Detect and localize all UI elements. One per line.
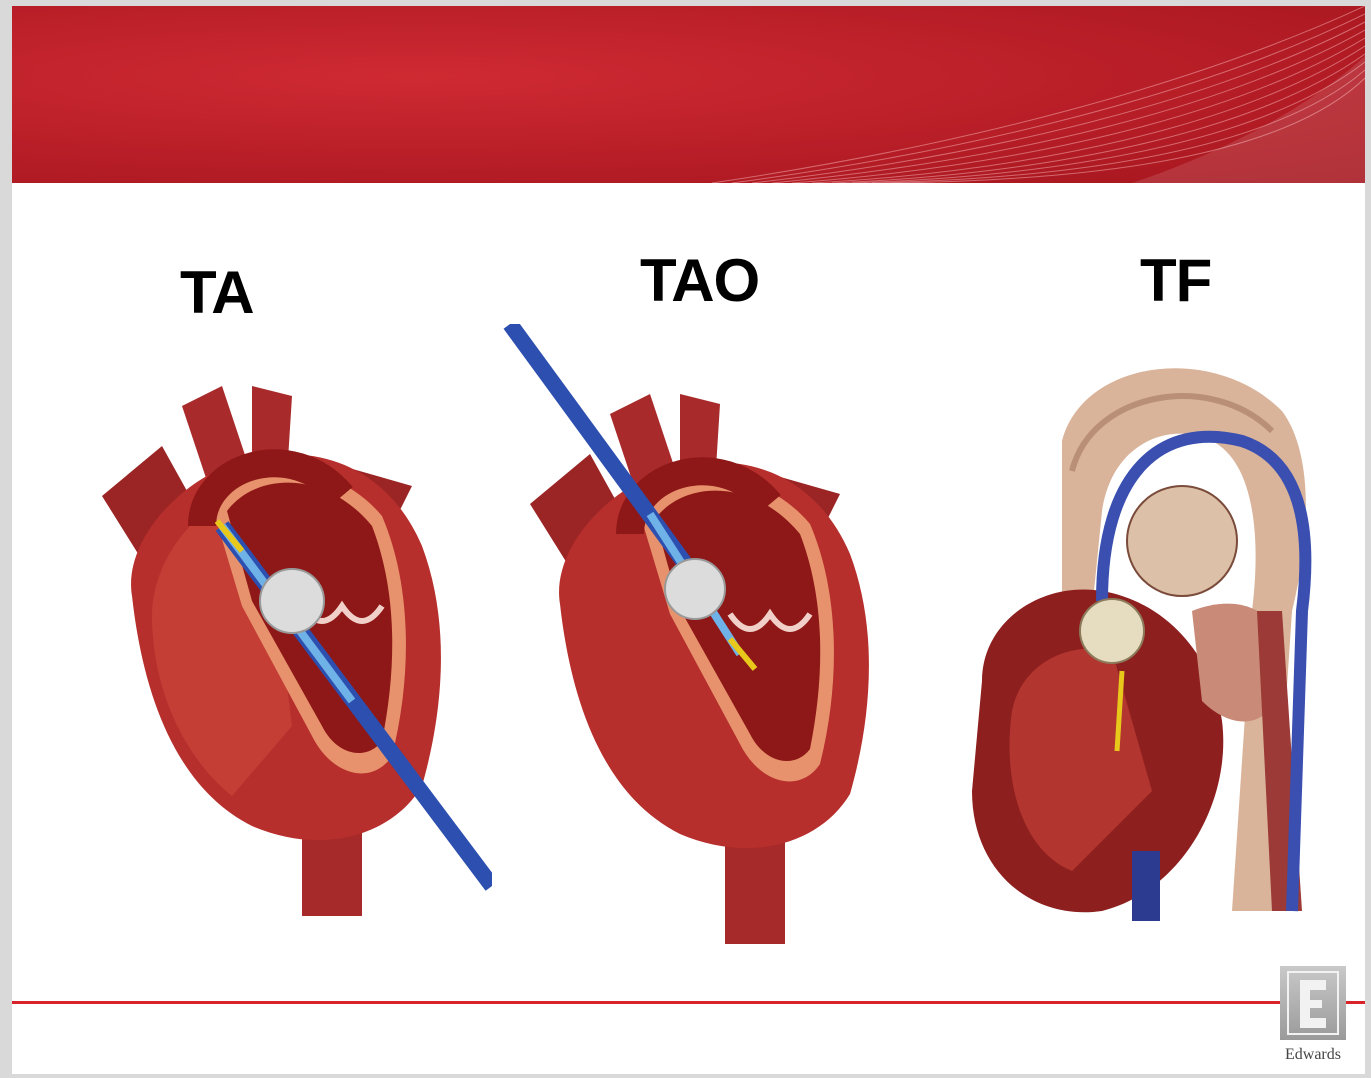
footer-divider: [12, 1001, 1365, 1004]
panel-label-tf: TF: [1140, 246, 1211, 315]
edwards-logo-icon: [1280, 966, 1346, 1040]
edwards-logo: Edwards: [1278, 966, 1348, 1066]
slide: TA TAO TF: [12, 6, 1365, 1074]
heart-transfemoral-illustration: [952, 351, 1352, 921]
heart-transaortic-illustration: [500, 324, 880, 944]
banner-swoosh: [12, 6, 1365, 183]
header-banner: [12, 6, 1365, 183]
heart-transapical-illustration: [92, 386, 492, 916]
panel-label-ta: TA: [180, 258, 254, 327]
panel-label-tao: TAO: [640, 246, 759, 315]
logo-text: Edwards: [1278, 1046, 1348, 1064]
